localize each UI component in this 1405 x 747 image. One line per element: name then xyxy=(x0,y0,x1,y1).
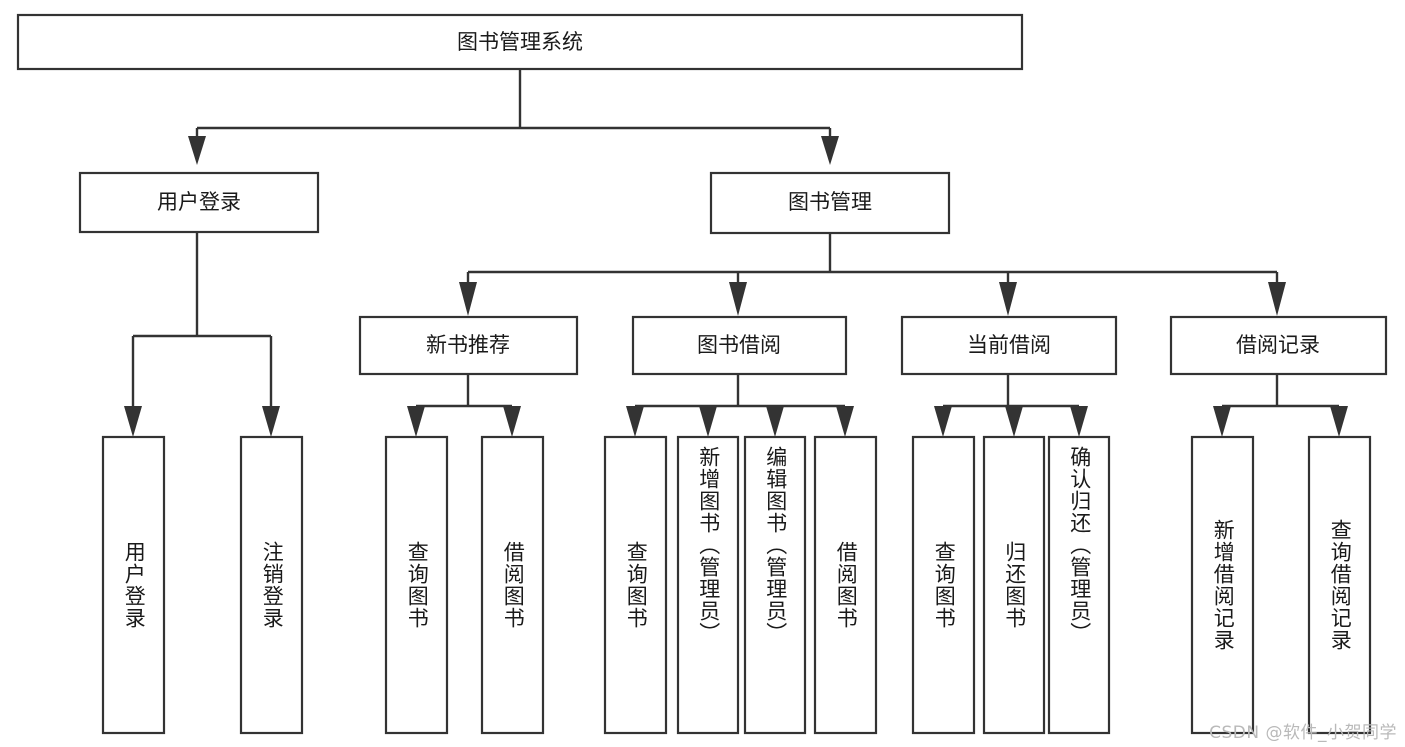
arrow-head-leaf-query-record xyxy=(1330,406,1348,437)
node-leaf-edit-book[interactable] xyxy=(743,435,807,735)
node-leaf-user-logout[interactable] xyxy=(239,435,304,735)
arrow-head-leaf-user-login xyxy=(124,406,142,437)
node-leaf-return-book[interactable] xyxy=(982,435,1046,735)
arrow-head-leaf-query-book-3 xyxy=(934,406,952,437)
node-current-borrow[interactable] xyxy=(900,315,1118,376)
node-leaf-query-record[interactable] xyxy=(1307,435,1372,735)
connector-group-new-book-rec xyxy=(407,374,521,437)
arrow-head-leaf-query-book-2 xyxy=(626,406,644,437)
node-leaf-add-book[interactable] xyxy=(676,435,740,735)
arrow-head-user-login xyxy=(188,136,206,165)
node-borrow-record[interactable] xyxy=(1169,315,1388,376)
node-leaf-query-book-3[interactable] xyxy=(911,435,976,735)
arrow-head-leaf-borrow-book-2 xyxy=(836,406,854,437)
arrow-head-leaf-confirm-return xyxy=(1070,406,1088,437)
label-new-book-rec: 新书推荐 xyxy=(426,333,510,357)
arrow-head-book-borrow xyxy=(729,282,747,316)
label-borrow-record: 借阅记录 xyxy=(1236,333,1320,357)
node-root[interactable] xyxy=(16,13,1024,71)
arrow-head-leaf-add-book xyxy=(699,406,717,437)
connector-group-user-login xyxy=(124,232,280,437)
arrow-head-leaf-add-record xyxy=(1213,406,1231,437)
node-leaf-borrow-book-2[interactable] xyxy=(813,435,878,735)
node-leaf-query-book-2[interactable] xyxy=(603,435,668,735)
node-new-book-rec[interactable] xyxy=(358,315,579,376)
arrow-head-book-manage xyxy=(821,136,839,165)
connector-group-book-manage xyxy=(459,233,1286,316)
arrow-head-leaf-query-book-1 xyxy=(407,406,425,437)
label-user-login: 用户登录 xyxy=(157,190,241,214)
node-leaf-borrow-book-1[interactable] xyxy=(480,435,545,735)
arrow-head-leaf-edit-book xyxy=(766,406,784,437)
label-current-borrow: 当前借阅 xyxy=(967,333,1051,357)
node-leaf-confirm-return[interactable] xyxy=(1047,435,1111,735)
connector-group-current-borrow xyxy=(934,374,1088,437)
label-book-borrow: 图书借阅 xyxy=(697,333,781,357)
arrow-head-new-book-rec xyxy=(459,282,477,316)
connector-group-borrow-record xyxy=(1213,374,1348,437)
arrow-head-leaf-user-logout xyxy=(262,406,280,437)
label-book-manage: 图书管理 xyxy=(788,190,872,214)
arrow-head-borrow-record xyxy=(1268,282,1286,316)
connector-group-book-borrow xyxy=(626,374,854,437)
arrow-head-leaf-return-book xyxy=(1005,406,1023,437)
node-leaf-user-login[interactable] xyxy=(101,435,166,735)
watermark-text: CSDN @软件_小贺同学 xyxy=(1209,723,1397,743)
node-leaf-add-record[interactable] xyxy=(1190,435,1255,735)
node-user-login[interactable] xyxy=(78,171,320,234)
node-book-manage[interactable] xyxy=(709,171,951,235)
arrow-head-current-borrow xyxy=(999,282,1017,316)
label-root: 图书管理系统 xyxy=(457,30,583,54)
node-leaf-query-book-1[interactable] xyxy=(384,435,449,735)
arrow-head-leaf-borrow-book-1 xyxy=(503,406,521,437)
node-book-borrow[interactable] xyxy=(631,315,848,376)
connector-group-root xyxy=(188,69,839,165)
